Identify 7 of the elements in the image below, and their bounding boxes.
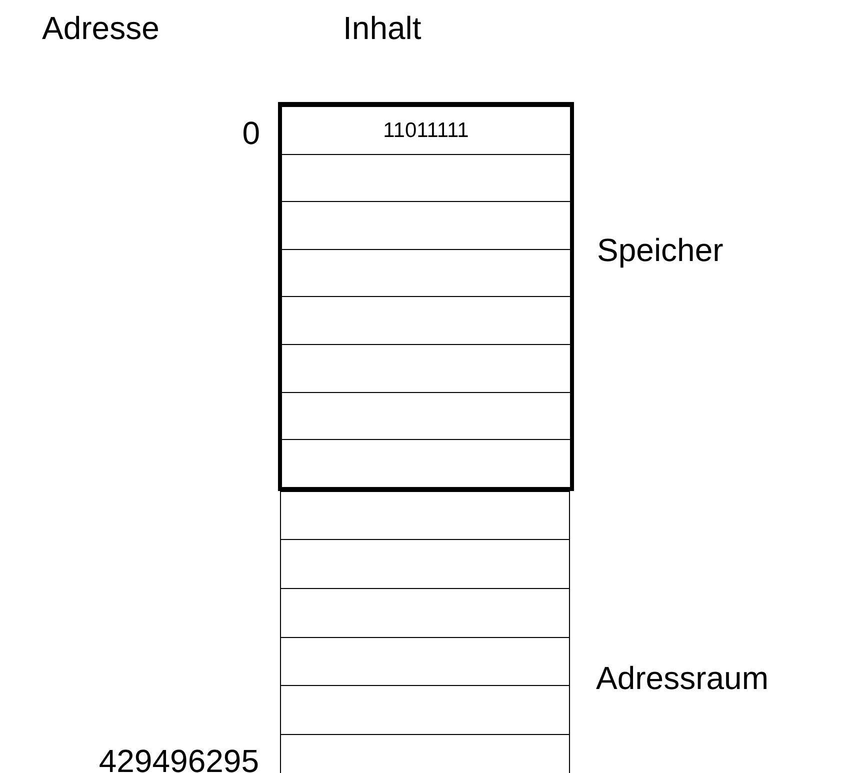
cell-value: 11011111 xyxy=(383,119,469,143)
address-label: 0 xyxy=(242,115,260,152)
region-label: Adressraum xyxy=(596,660,768,697)
column-heading: Adresse xyxy=(42,10,160,47)
address-label: 429496295 xyxy=(98,742,259,773)
column-heading: Inhalt xyxy=(343,10,422,47)
region-label: Speicher xyxy=(597,232,724,270)
